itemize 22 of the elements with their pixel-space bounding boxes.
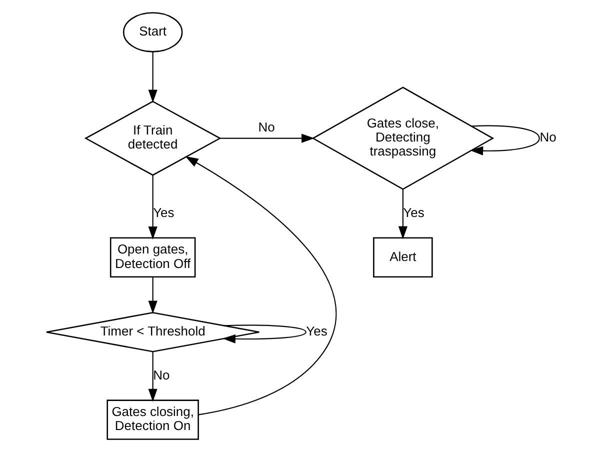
- edge-label: Yes: [152, 204, 174, 220]
- node-box: Alert: [372, 237, 432, 278]
- node-box: Gates closing, Detection On: [106, 400, 198, 440]
- arrow: [148, 175, 157, 240]
- edge-label: Yes: [402, 204, 424, 220]
- edge-label: Yes: [306, 323, 327, 338]
- node-ellipse: Start: [122, 12, 182, 52]
- arrow: [148, 352, 157, 402]
- arrow: [148, 277, 157, 314]
- arrow: [398, 189, 407, 240]
- arrow: [470, 125, 540, 156]
- edge-label: No: [258, 119, 274, 134]
- node-diamond: Timer < Threshold: [45, 312, 260, 352]
- node-diamond: Gates close, Detecting traspassing: [311, 86, 494, 190]
- arrow: [184, 156, 336, 416]
- arrow: [222, 324, 306, 344]
- node-box: Open gates, Detection Off: [109, 237, 196, 278]
- arrow: [148, 52, 157, 103]
- edge-label: No: [152, 367, 170, 382]
- edge-label: No: [539, 130, 556, 145]
- node-diamond: If Train detected: [84, 100, 221, 176]
- arrow: [220, 134, 314, 143]
